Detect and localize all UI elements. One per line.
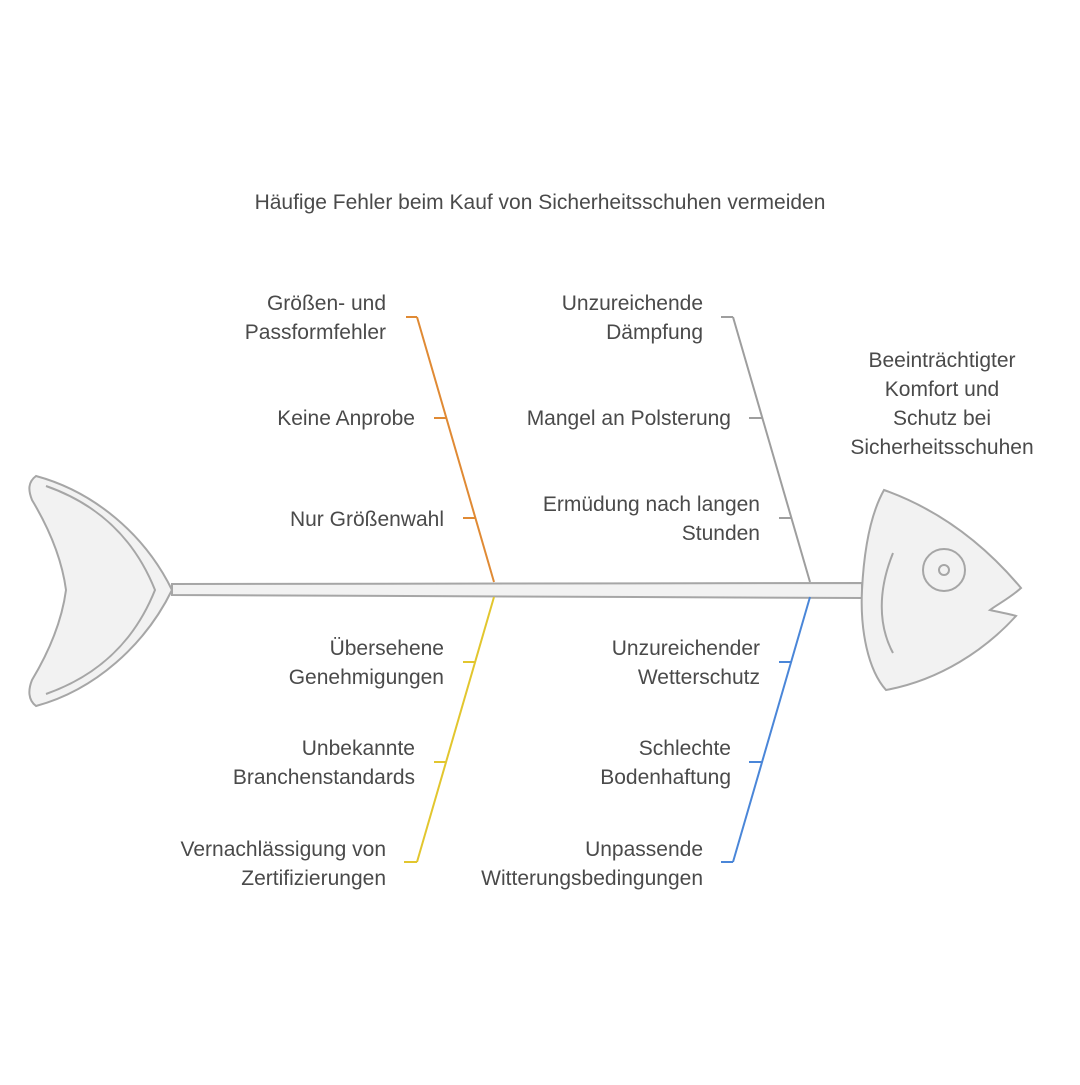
- fish-bones: [404, 316, 811, 863]
- cause-label-padding: Mangel an Polsterung: [526, 407, 731, 430]
- cause-label-weather-protection: Unzureichender Wetterschutz: [611, 637, 760, 689]
- fish-tail: [28, 474, 174, 708]
- bone-bottom-left: [416, 596, 495, 863]
- effect-label: Beeinträchtigter Komfort und Schutz bei …: [850, 349, 1034, 459]
- bone-top-right: [732, 316, 811, 583]
- bone-bottom-right: [732, 596, 811, 863]
- cause-label-grip: Schlechte Bodenhaftung: [600, 737, 731, 789]
- fish-spine: [171, 581, 863, 600]
- cause-label-cushioning: Unzureichende Dämpfung: [561, 292, 703, 344]
- cause-label-weather-conditions: Unpassende Witterungsbedingungen: [481, 838, 703, 890]
- diagram-title: Häufige Fehler beim Kauf von Sicherheits…: [254, 191, 826, 214]
- cause-label-size-fit: Größen- und Passformfehler: [244, 292, 386, 344]
- cause-label-no-try-on: Keine Anprobe: [277, 407, 415, 430]
- cause-label-approvals: Übersehene Genehmigungen: [288, 637, 444, 689]
- bone-top-left: [416, 316, 495, 583]
- cause-label-size-only: Nur Größenwahl: [289, 508, 444, 531]
- cause-label-standards: Unbekannte Branchenstandards: [232, 737, 415, 789]
- cause-label-fatigue: Ermüdung nach langen Stunden: [542, 493, 760, 545]
- fish-head: [860, 488, 1023, 692]
- cause-label-certifications: Vernachlässigung von Zertifizierungen: [180, 838, 386, 890]
